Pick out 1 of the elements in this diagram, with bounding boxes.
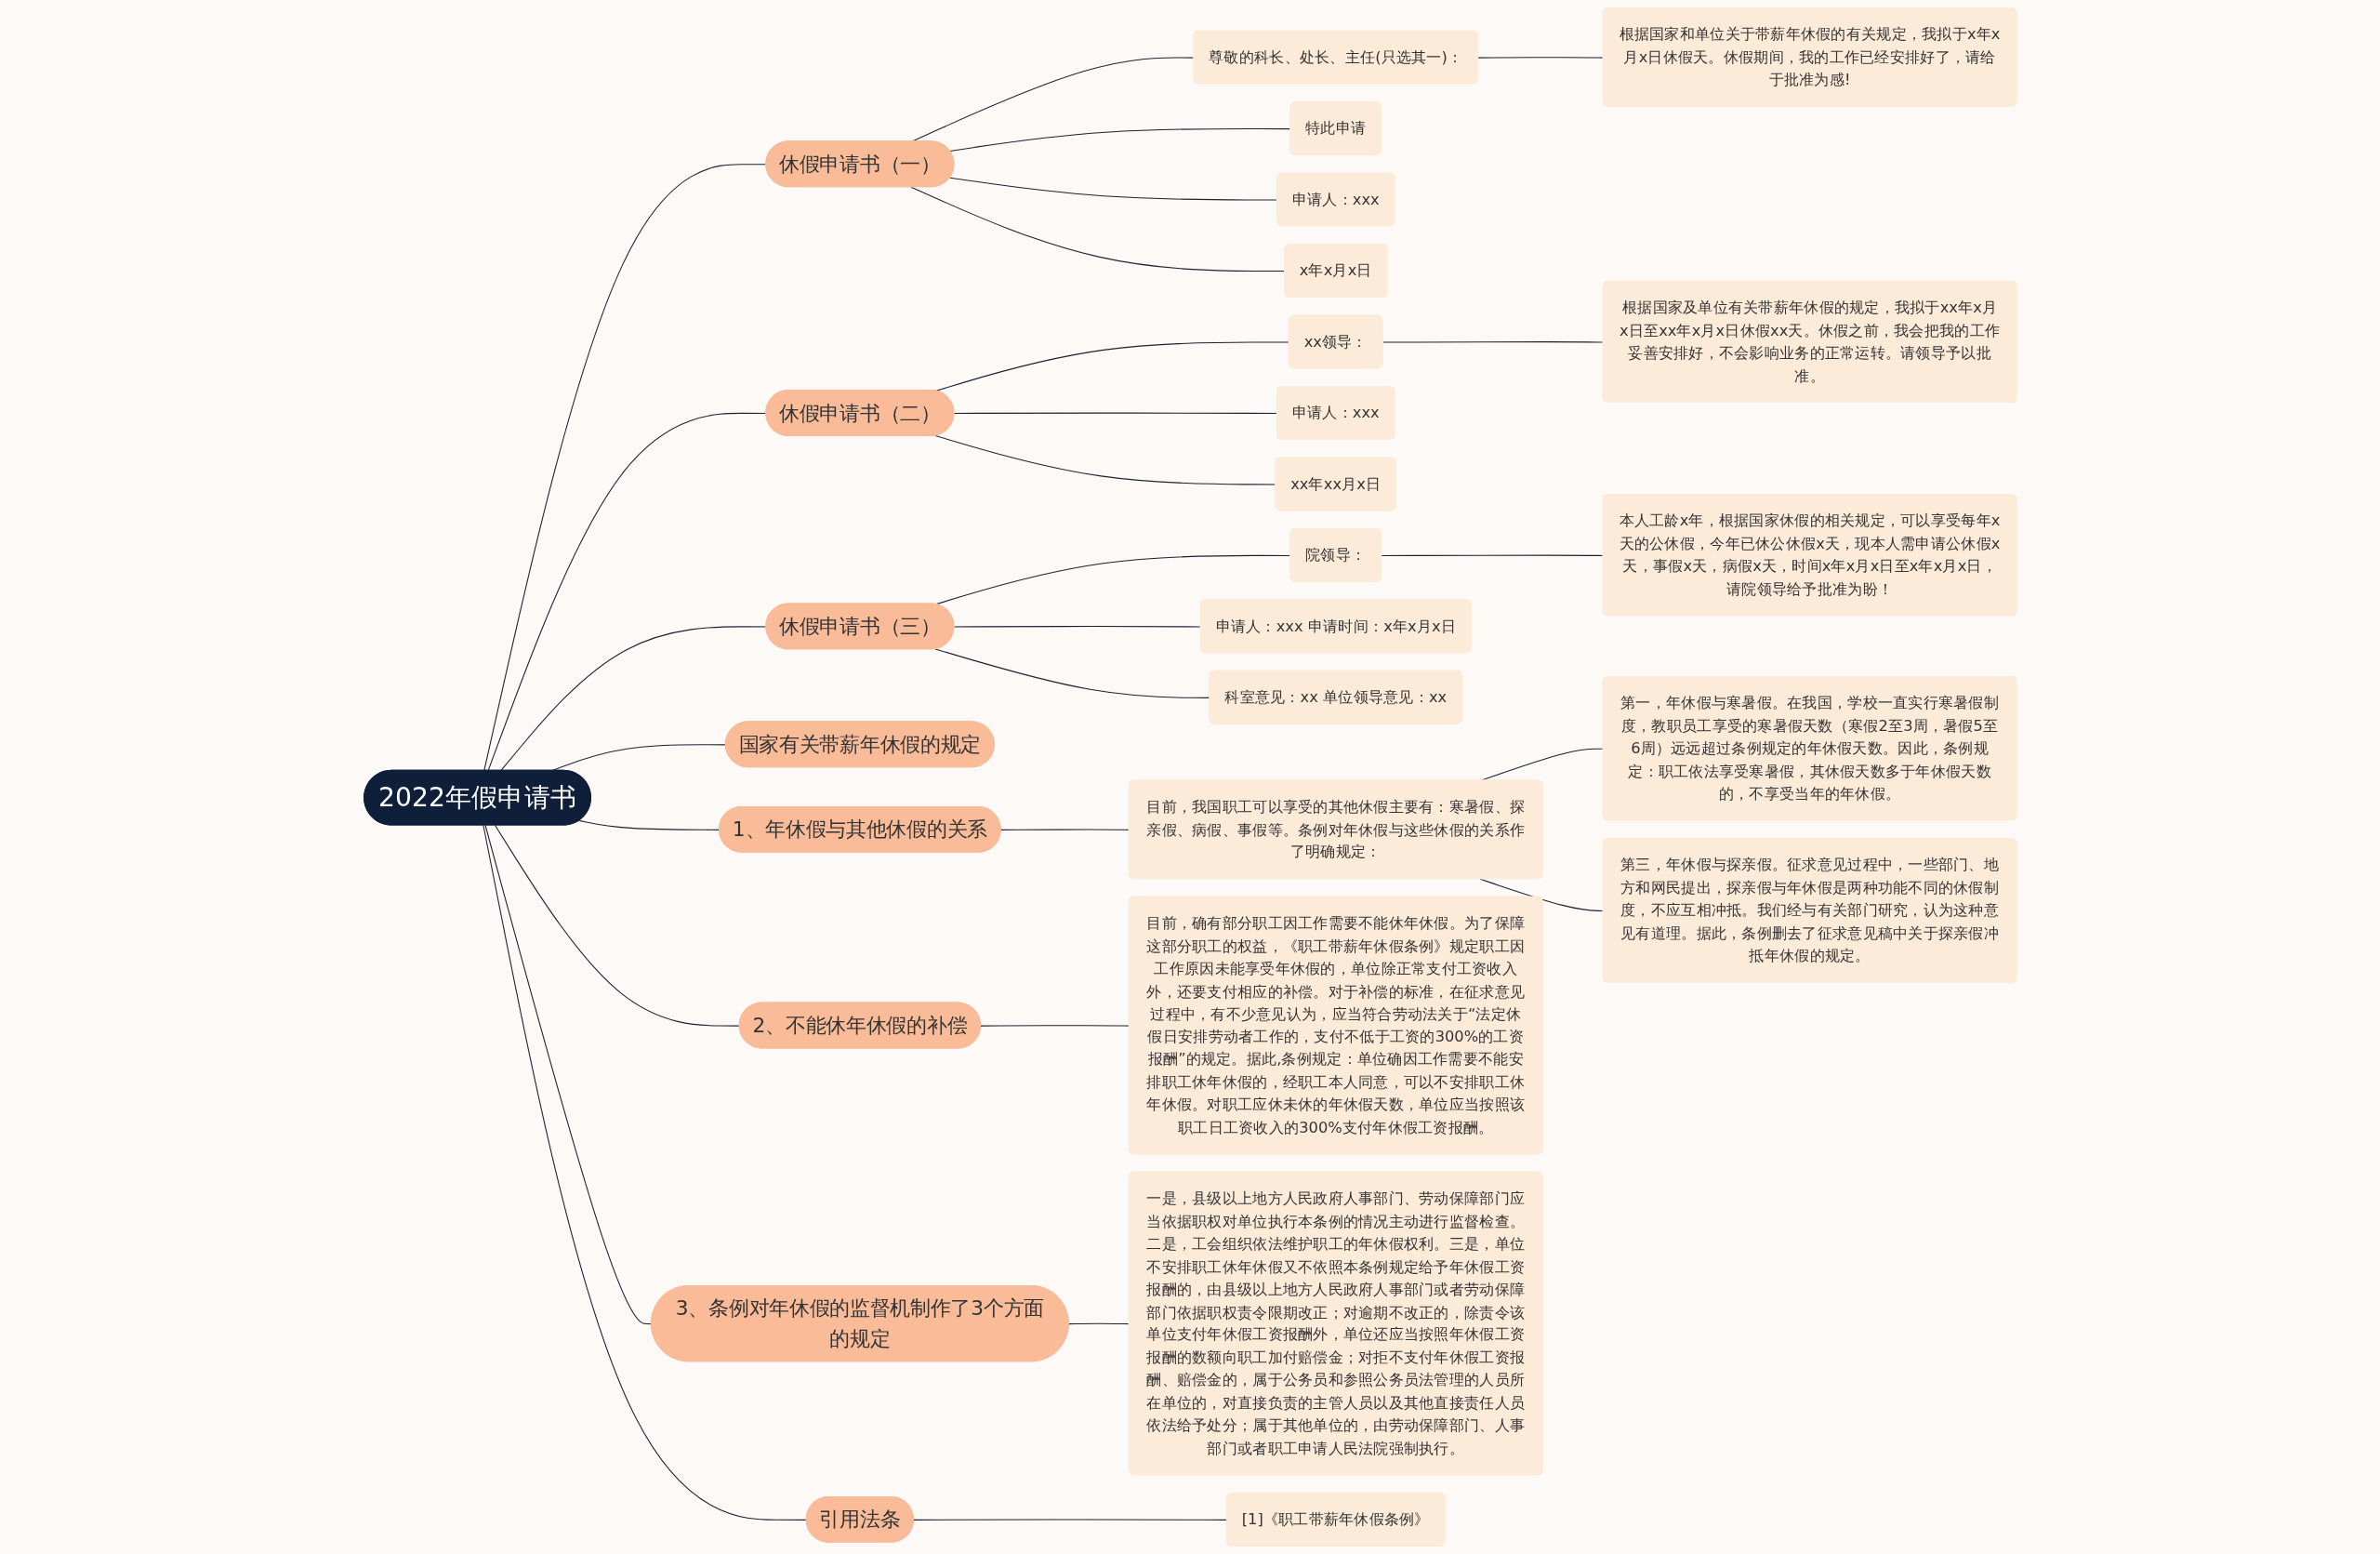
connector bbox=[494, 824, 740, 1027]
